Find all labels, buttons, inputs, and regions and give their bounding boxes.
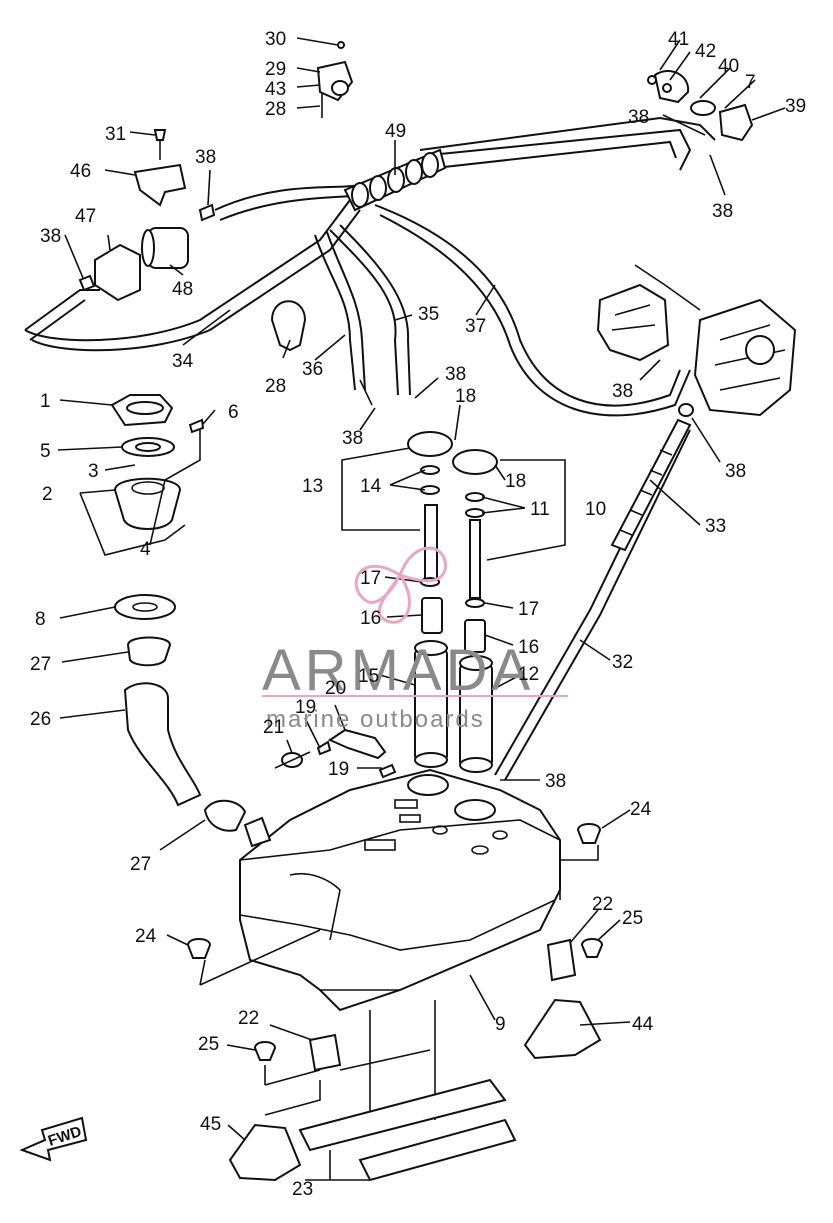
- callout-25a: 25: [622, 908, 643, 929]
- callout-38i: 38: [545, 771, 566, 792]
- callout-28a: 28: [265, 99, 286, 120]
- callout-24b: 24: [135, 926, 157, 947]
- callout-40: 40: [718, 56, 739, 77]
- callout-29: 29: [265, 59, 286, 80]
- vent-hose: [494, 403, 694, 781]
- callout-8: 8: [35, 609, 46, 630]
- callout-49: 49: [385, 121, 406, 142]
- callout-32: 32: [612, 652, 633, 673]
- callout-48: 48: [172, 279, 193, 300]
- callout-34: 34: [172, 351, 194, 372]
- carburetor-assembly: [596, 70, 797, 417]
- callout-17b: 17: [518, 599, 539, 620]
- callout-15: 15: [358, 666, 379, 687]
- callout-3: 3: [88, 461, 99, 482]
- callout-23: 23: [292, 1179, 313, 1200]
- callout-16a: 16: [360, 608, 381, 629]
- fuel-fittings: [274, 728, 397, 779]
- callout-47: 47: [75, 206, 96, 227]
- callout-17a: 17: [360, 568, 381, 589]
- callout-14: 14: [360, 476, 382, 497]
- callout-33: 33: [705, 516, 726, 537]
- callout-19b: 19: [328, 759, 349, 780]
- callout-41: 41: [668, 29, 689, 50]
- callout-1: 1: [40, 391, 51, 412]
- callout-27a: 27: [30, 654, 51, 675]
- callout-42: 42: [695, 41, 716, 62]
- watermark: ARMADA marine outboards: [262, 546, 568, 733]
- callout-31: 31: [105, 124, 126, 145]
- callout-5: 5: [40, 441, 51, 462]
- fuel-filter-assembly: [78, 129, 216, 302]
- callout-43: 43: [265, 79, 286, 100]
- callout-21: 21: [263, 717, 284, 738]
- leader-lines: [57, 37, 786, 1181]
- callout-11: 11: [530, 499, 550, 520]
- callout-36: 36: [302, 359, 323, 380]
- callout-22b: 22: [238, 1008, 259, 1029]
- hose-routing: [24, 116, 716, 417]
- callout-13: 13: [302, 476, 323, 497]
- hose-clip-bracket: [270, 41, 354, 352]
- callout-24a: 24: [630, 799, 652, 820]
- callout-19a: 19: [295, 697, 316, 718]
- callout-39: 39: [785, 96, 806, 117]
- callout-20: 20: [325, 678, 346, 699]
- watermark-logo: [354, 546, 447, 624]
- callout-6: 6: [228, 402, 239, 423]
- callout-labels: 1 2 3 4 5 6 7 8 9 10 11 12 13 14 15 16 1…: [30, 29, 806, 1200]
- callout-45: 45: [200, 1114, 221, 1135]
- callout-26: 26: [30, 709, 51, 730]
- callout-46: 46: [70, 161, 91, 182]
- pickup-tubes: [407, 431, 498, 773]
- callout-38f: 38: [342, 428, 363, 449]
- tank-mounts: [186, 823, 604, 1182]
- callout-37: 37: [465, 316, 486, 337]
- callout-9: 9: [495, 1014, 506, 1035]
- callout-18a: 18: [455, 386, 476, 407]
- watermark-tagline: marine outboards: [266, 706, 485, 733]
- callout-35: 35: [418, 304, 439, 325]
- callout-38g: 38: [612, 381, 633, 402]
- callout-4: 4: [140, 539, 151, 560]
- fwd-arrow: FWD: [19, 1116, 88, 1162]
- callout-38h: 38: [725, 461, 746, 482]
- callout-18b: 18: [505, 471, 526, 492]
- callout-25b: 25: [198, 1034, 219, 1055]
- callout-12: 12: [518, 664, 539, 685]
- callout-27b: 27: [130, 854, 151, 875]
- callout-38e: 38: [445, 364, 466, 385]
- callout-16b: 16: [518, 637, 539, 658]
- callout-38a: 38: [195, 147, 216, 168]
- tank-straps: [298, 1000, 517, 1182]
- filler-cap-assembly: [110, 394, 247, 832]
- callout-30: 30: [265, 29, 286, 50]
- watermark-brand: ARMADA: [262, 638, 534, 703]
- callout-2: 2: [42, 484, 53, 505]
- callout-38c: 38: [628, 107, 649, 128]
- callout-10: 10: [585, 499, 606, 520]
- callout-28b: 28: [265, 376, 286, 397]
- callout-22a: 22: [592, 894, 613, 915]
- callout-38b: 38: [40, 226, 61, 247]
- fuel-tank: [239, 768, 561, 1012]
- callout-38d: 38: [712, 201, 733, 222]
- callout-7: 7: [745, 72, 756, 93]
- callout-44: 44: [632, 1014, 654, 1035]
